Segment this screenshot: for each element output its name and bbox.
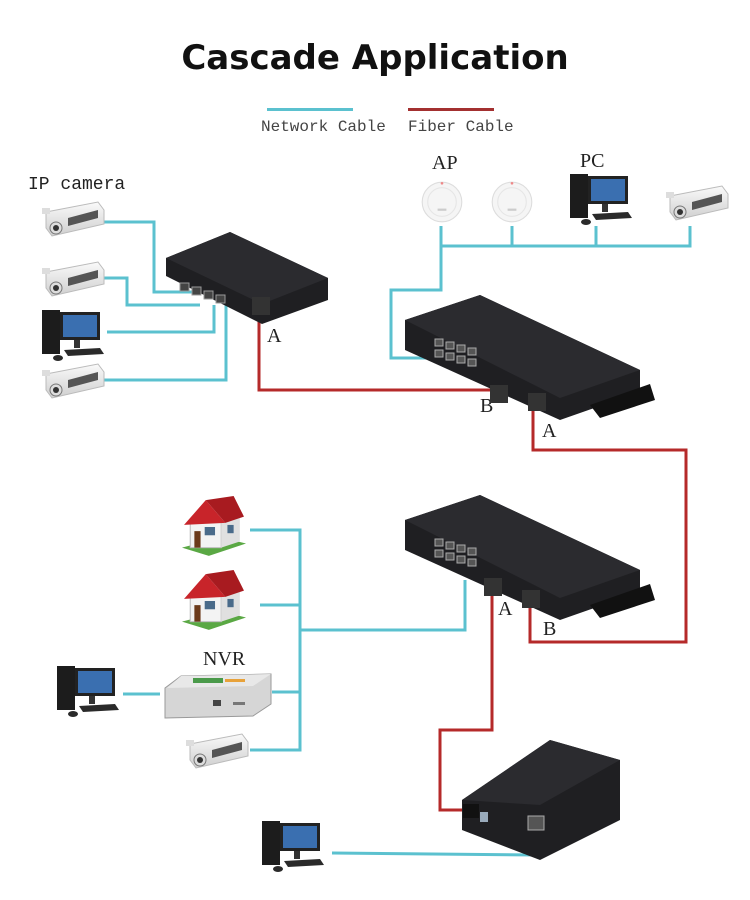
nvr-device: [164, 673, 272, 719]
ip-camera-1: [41, 201, 105, 237]
cable-pc1-to-conv1: [107, 305, 216, 334]
cable-camera1-to-conv1: [100, 220, 194, 294]
legend-fiber-label: Fiber Cable: [408, 118, 514, 136]
house-2: [181, 570, 247, 631]
pc-1: [42, 310, 104, 361]
cable-camera3-to-conv1: [100, 305, 228, 382]
ip-camera-2: [41, 261, 105, 297]
fiber-cables: [257, 320, 688, 812]
legend-network-line: [267, 108, 353, 111]
converter-middle: [405, 495, 655, 620]
cable-house1: [250, 528, 302, 752]
legend-network-label: Network Cable: [261, 118, 386, 136]
ip-camera-label: IP camera: [28, 175, 126, 195]
port-b-label-middle: B: [543, 618, 557, 640]
port-a-label-top-right: A: [542, 420, 557, 442]
cable-ap-bus: [439, 226, 692, 248]
converter-bottom: [462, 740, 620, 860]
fiber-conv2a-to-conv3b: [528, 410, 688, 644]
ip-camera-bottom: [185, 733, 249, 769]
cable-bus-to-conv3: [300, 580, 467, 632]
ip-camera-3: [41, 363, 105, 399]
cable-camera2-to-conv1: [100, 276, 200, 307]
converter-top-left: [166, 232, 328, 324]
pc-label: PC: [580, 150, 605, 172]
page-title: Cascade Application: [181, 38, 569, 78]
pc-top: [570, 174, 632, 225]
fiber-conv1a-to-conv2b: [257, 320, 492, 392]
pc-nvr: [57, 666, 119, 717]
port-a-label-middle: A: [498, 598, 513, 620]
nvr-label: NVR: [203, 648, 246, 670]
cable-bus-to-conv2: [389, 246, 443, 360]
port-a-label-top-left: A: [267, 325, 282, 347]
pc-bottom: [262, 821, 324, 872]
ap-label: AP: [432, 152, 458, 174]
house-1: [181, 496, 247, 557]
converter-top-right: [405, 295, 655, 420]
ip-camera-top: [665, 185, 729, 221]
legend-fiber-line: [408, 108, 494, 111]
access-point-1: [421, 181, 463, 223]
access-point-2: [491, 181, 533, 223]
fiber-conv3a-to-conv4b: [438, 595, 494, 812]
